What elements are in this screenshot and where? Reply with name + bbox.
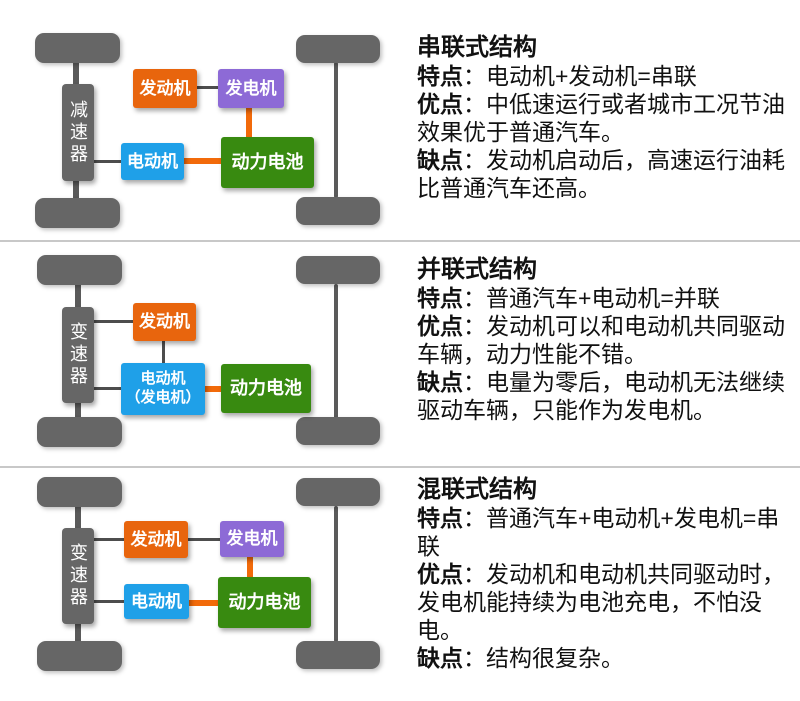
connector-gearbox-motor [94,160,121,163]
pros-text: ：发动机和电动机共同驱动时，发电机能持续为电池充电，不怕没电。 [417,561,785,643]
motor-box: 电动机 [124,584,189,619]
pros-line: 优点：发动机和电动机共同驱动时，发电机能持续为电池充电，不怕没电。 [417,560,789,644]
wheel [296,197,380,225]
wheel [37,417,122,447]
connector-gearbox-engine [94,320,133,323]
axle [334,284,338,419]
feature-line: 特点：电动机+发动机=串联 [417,62,789,90]
axle [334,62,338,198]
feature-text: ：普通汽车+电动机+发电机=串联 [417,505,780,559]
generator-box: 发电机 [220,521,284,557]
wheel [37,255,122,285]
motor-sub-label: （发电机） [125,389,201,406]
panel-title: 串联式结构 [417,34,537,61]
feature-text: ：电动机+发动机=串联 [463,63,697,89]
engine-label: 发动机 [130,529,182,549]
battery-box: 动力电池 [218,577,311,628]
panel-title: 并联式结构 [417,256,537,283]
cons-text: ：结构很复杂。 [463,645,624,671]
connector-gearbox-motor [94,387,121,390]
cons-line: 缺点：电量为零后，电动机无法继续驱动车辆，只能作为发电机。 [417,368,789,424]
battery-box: 动力电池 [221,364,311,413]
mixed-info: 混联式结构 特点：普通汽车+电动机+发电机=串联 优点：发动机和电动机共同驱动时… [417,476,789,672]
connector-motor-battery [189,600,218,606]
connector-gearbox-motor [94,600,124,603]
reducer-box: 减速器 [62,84,94,181]
connector-engine-motor [162,341,165,363]
transmission-box: 变速器 [62,307,94,403]
motor-generator-box: 电动机 （发电机） [121,363,205,415]
engine-box: 发动机 [124,521,188,558]
battery-label: 动力电池 [230,378,302,399]
transmission-label: 变速器 [68,543,88,609]
separator-line [0,466,800,468]
connector-engine-generator [188,538,220,541]
axle [334,506,338,642]
pros-line: 优点：发动机可以和电动机共同驱动车辆，动力性能不错。 [417,312,789,368]
feature-line: 特点：普通汽车+电动机+发电机=串联 [417,504,789,560]
engine-box: 发动机 [133,69,197,108]
feature-label: 特点 [417,285,463,311]
feature-label: 特点 [417,63,463,89]
panel-title: 混联式结构 [417,476,537,503]
cons-text: ：电量为零后，电动机无法继续驱动车辆，只能作为发电机。 [417,369,785,423]
cons-label: 缺点 [417,147,463,173]
feature-line: 特点：普通汽车+电动机=并联 [417,284,789,312]
pros-label: 优点 [417,91,463,117]
wheel [296,35,380,63]
wheel [35,198,120,228]
reducer-label: 减速器 [68,99,88,166]
motor-label: 电动机 [140,370,186,388]
pros-line: 优点：中低速运行或者城市工况节油效果优于普通汽车。 [417,90,789,146]
battery-box: 动力电池 [221,137,314,188]
cons-label: 缺点 [417,369,463,395]
transmission-box: 变速器 [62,528,94,624]
connector-motor-battery [184,158,221,164]
cons-text: ：发动机启动后，高速运行油耗比普通汽车还高。 [417,147,785,201]
cons-line: 缺点：发动机启动后，高速运行油耗比普通汽车还高。 [417,146,789,202]
pros-text: ：中低速运行或者城市工况节油效果优于普通汽车。 [417,91,785,145]
cons-line: 缺点：结构很复杂。 [417,644,789,672]
series-info: 串联式结构 特点：电动机+发动机=串联 优点：中低速运行或者城市工况节油效果优于… [417,34,789,202]
motor-box: 电动机 [121,143,184,180]
generator-box: 发电机 [218,69,284,108]
generator-label: 发电机 [226,529,278,549]
connector-motor-battery [205,386,221,392]
battery-label: 动力电池 [228,592,301,613]
engine-box: 发动机 [133,303,196,341]
feature-text: ：普通汽车+电动机=并联 [463,285,720,311]
connector-gearbox-engine [94,538,124,541]
wheel [296,417,380,445]
cons-label: 缺点 [417,645,463,671]
connector-engine-generator [197,86,218,89]
pros-label: 优点 [417,561,463,587]
pros-label: 优点 [417,313,463,339]
wheel [296,256,380,284]
engine-label: 发动机 [139,312,190,332]
pros-text: ：发动机可以和电动机共同驱动车辆，动力性能不错。 [417,313,785,367]
motor-label: 电动机 [127,151,178,171]
generator-label: 发电机 [225,78,277,98]
transmission-label: 变速器 [68,322,88,388]
wheel [35,33,120,63]
connector-generator-battery [247,557,253,577]
wheel [37,641,122,671]
parallel-info: 并联式结构 特点：普通汽车+电动机=并联 优点：发动机可以和电动机共同驱动车辆，… [417,256,789,424]
connector-generator-battery [246,108,252,137]
motor-label: 电动机 [131,591,182,611]
engine-label: 发动机 [139,78,191,98]
separator-line [0,240,800,242]
battery-label: 动力电池 [231,152,304,173]
wheel [296,478,380,506]
feature-label: 特点 [417,505,463,531]
wheel [37,477,122,507]
wheel [296,641,380,669]
